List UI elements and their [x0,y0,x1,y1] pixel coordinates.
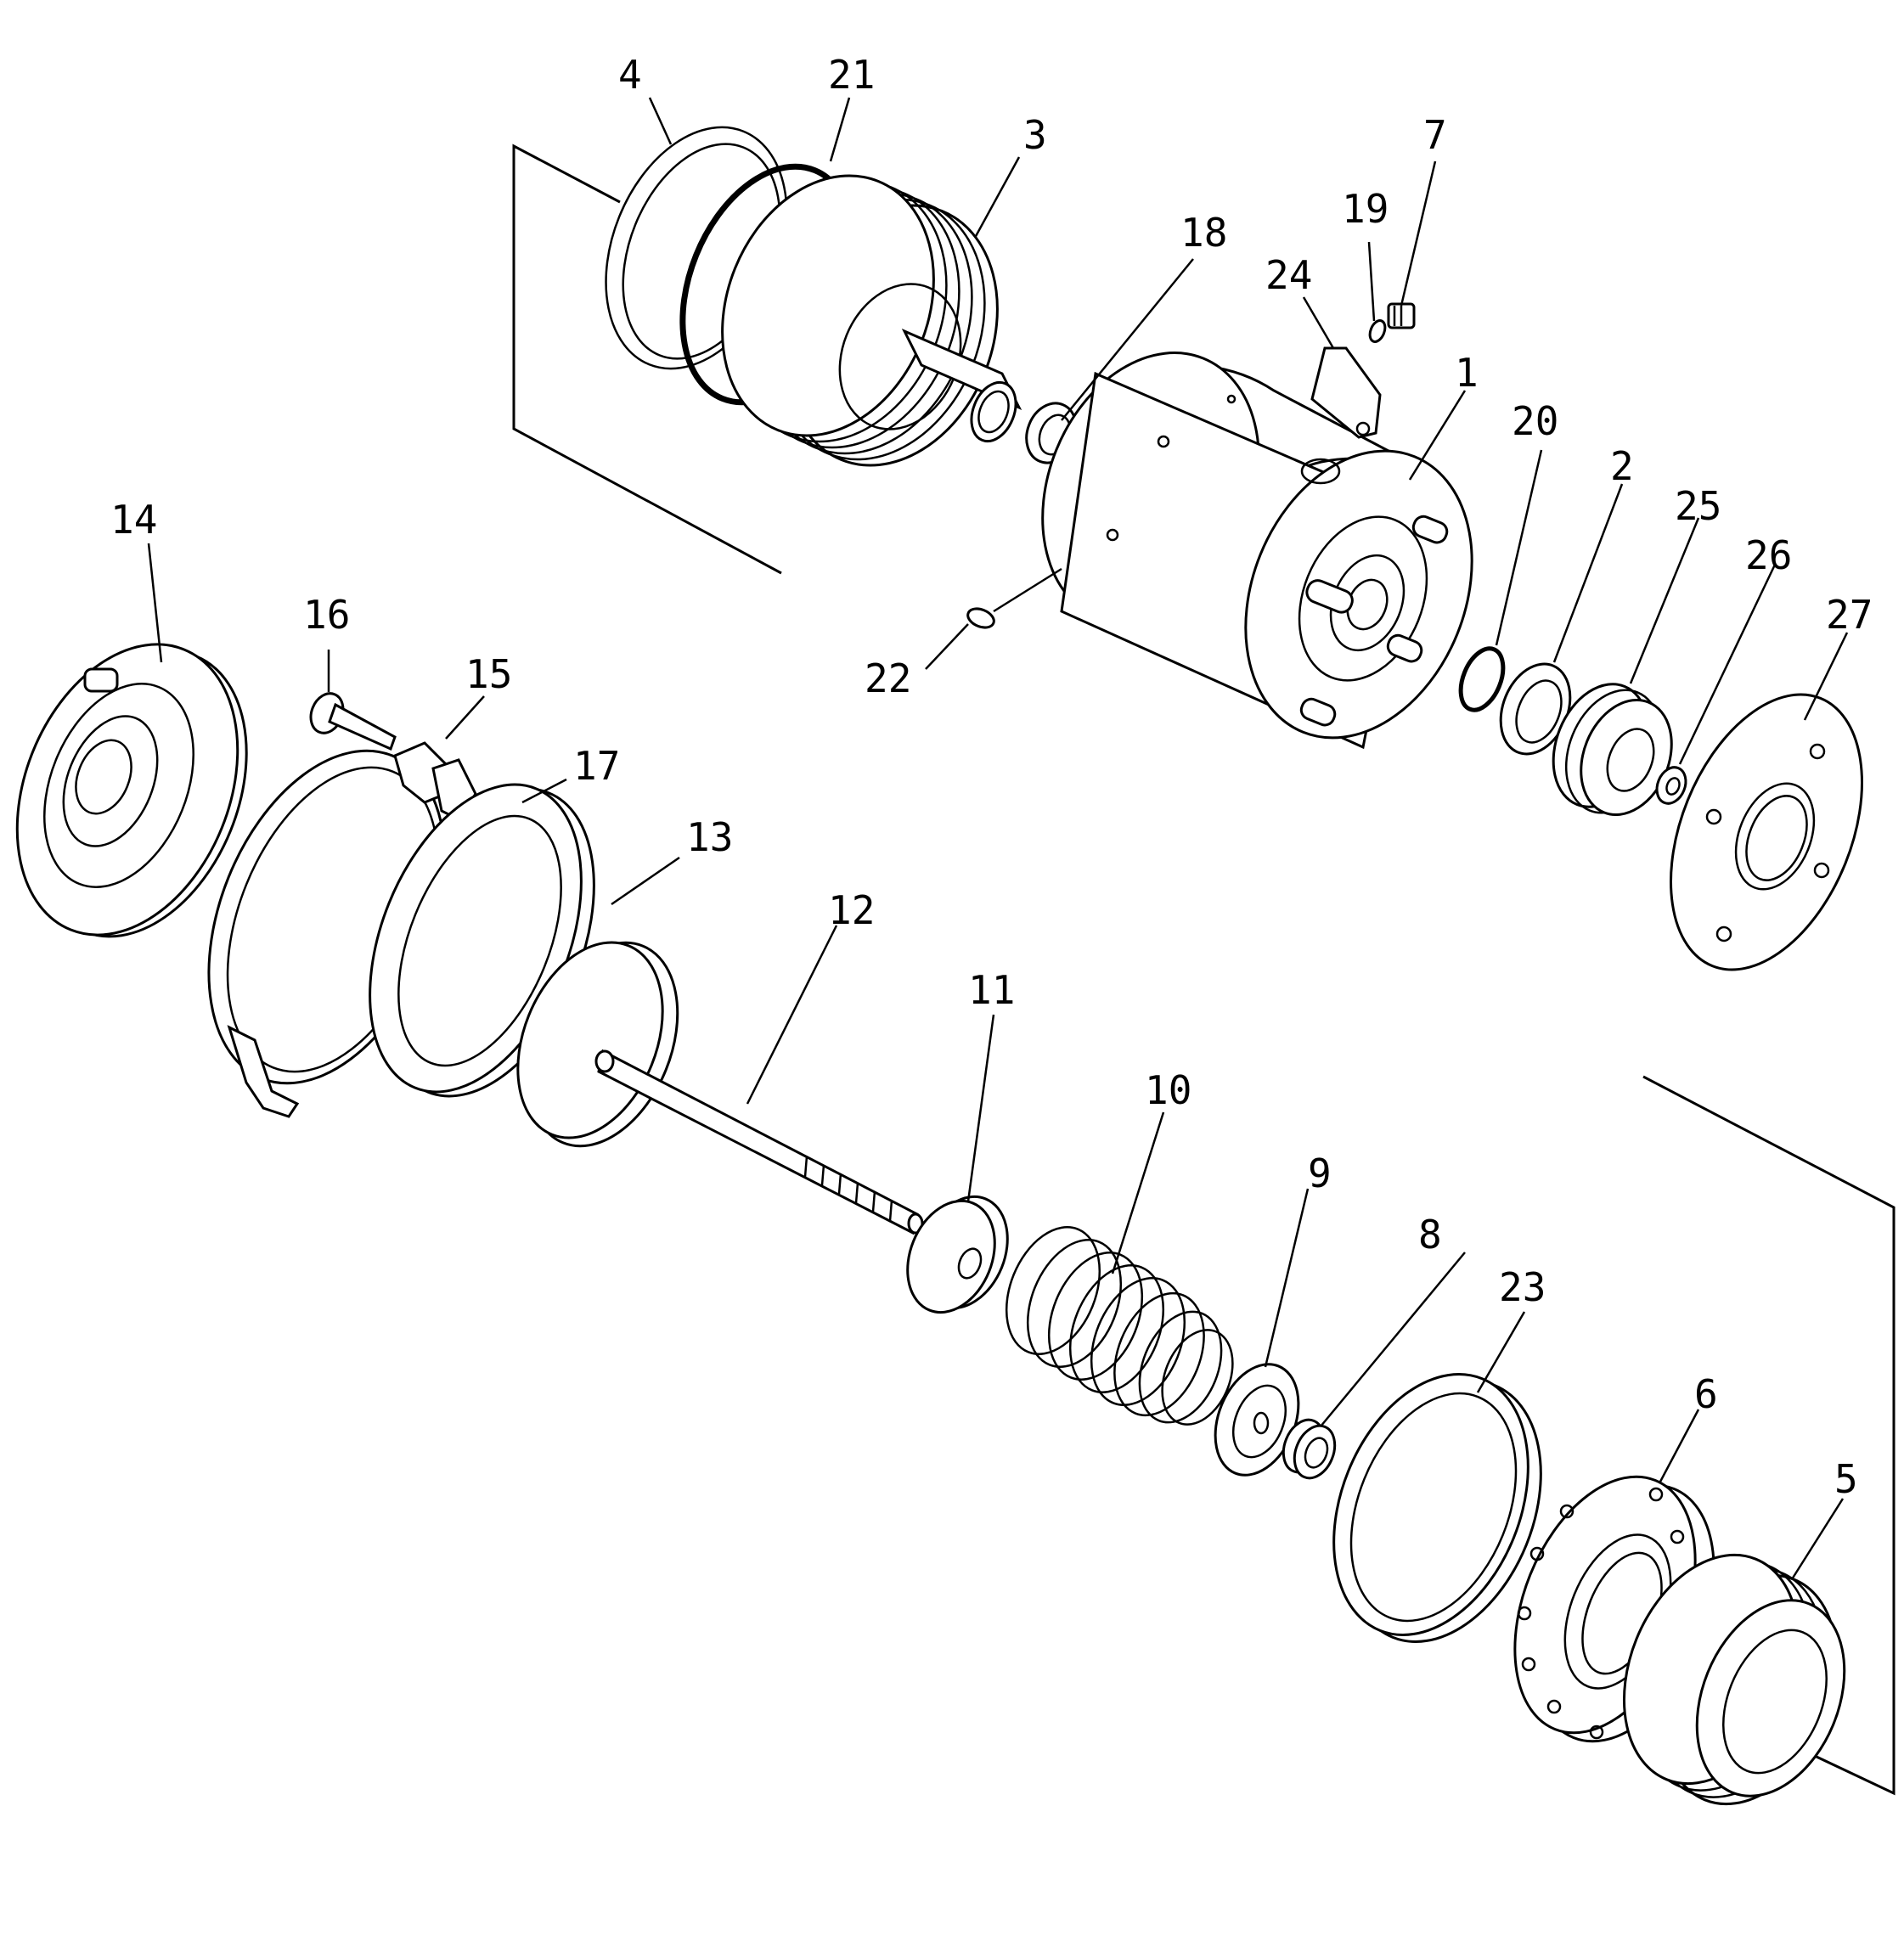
label-7: 7 [1423,112,1447,158]
label-19: 19 [1342,186,1389,232]
label-17: 17 [573,743,620,789]
part-11-retainer [906,1195,1009,1314]
label-2: 2 [1610,443,1634,489]
label-26: 26 [1745,532,1792,578]
part-24-bracket [1310,346,1382,439]
label-12: 12 [828,887,875,933]
part-8-bushing [1282,1418,1337,1480]
part-23-seal-ring [1332,1373,1542,1643]
part-12-piston-rod [516,941,924,1235]
label-4: 4 [618,52,642,98]
label-15: 15 [465,651,512,697]
part-5-end-drum [1622,1553,1846,1806]
label-1: 1 [1455,350,1479,396]
label-14: 14 [110,497,157,543]
label-27: 27 [1826,592,1873,638]
label-10: 10 [1145,1067,1191,1113]
label-24: 24 [1265,252,1312,298]
part-2-seal [1499,662,1572,756]
label-25: 25 [1675,483,1721,529]
part-14-cover [15,643,248,938]
part-22-plug [966,607,995,629]
label-20: 20 [1512,398,1558,444]
part-10-spring [1005,1226,1234,1426]
part-1-housing [1041,352,1473,750]
leader-lines [147,97,1849,1580]
assembly-bracket-top [512,143,782,575]
assembly-bracket-bottom [1642,1075,1896,1796]
label-13: 13 [686,814,733,860]
label-3: 3 [1023,112,1047,158]
label-21: 21 [828,52,875,98]
part-25-spool [1552,683,1673,817]
label-9: 9 [1308,1151,1332,1196]
label-18: 18 [1180,210,1227,256]
part-27-flange-plate [1670,693,1863,971]
part-3-piston-drum [721,174,1022,467]
label-6: 6 [1694,1371,1718,1417]
label-8: 8 [1418,1212,1442,1257]
part-20-o-ring [1458,646,1506,712]
part-7-bolt [1387,302,1416,329]
part-number-labels: 4 21 3 18 24 19 7 1 20 2 25 26 27 22 14 … [110,52,1873,1502]
label-16: 16 [303,592,350,638]
label-23: 23 [1499,1264,1546,1310]
part-26-nut [1655,766,1687,805]
label-11: 11 [968,967,1015,1013]
label-22: 22 [865,655,911,701]
label-5: 5 [1834,1456,1858,1502]
part-19-washer [1368,319,1387,343]
part-16-bolt [309,692,397,751]
